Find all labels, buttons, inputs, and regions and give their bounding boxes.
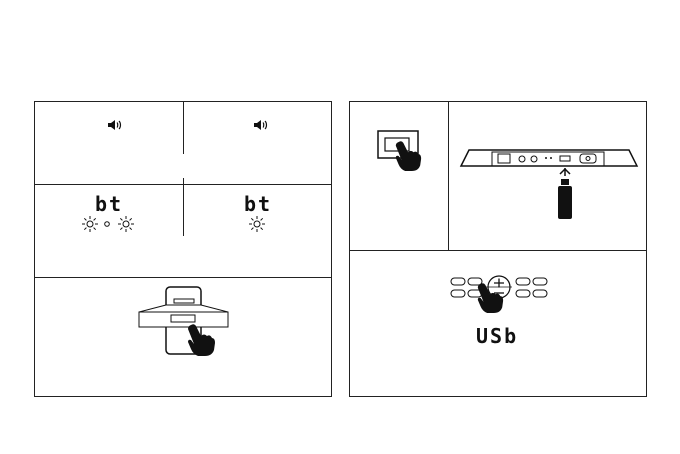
pointing-hand-icon (475, 282, 505, 314)
horizontal-divider-2 (35, 277, 331, 278)
pointing-hand-icon (393, 140, 423, 172)
vertical-divider-middle (183, 178, 184, 236)
blinking-light-icon (118, 216, 134, 232)
indicator-dot-icon (104, 221, 110, 227)
bluetooth-pairing-panel: bt bt (34, 101, 332, 397)
speaker-volume-icon (107, 118, 123, 132)
soundbar-rear-illustration (460, 146, 638, 222)
usb-playback-panel: USb (349, 101, 647, 397)
usb-display: USb (476, 324, 518, 348)
vertical-divider (448, 102, 449, 250)
vertical-divider-top (183, 102, 184, 154)
pairing-display-left: bt (95, 192, 123, 216)
blinking-light-icon (82, 216, 98, 232)
blinking-light-icon (249, 216, 265, 232)
speaker-volume-icon (253, 118, 269, 132)
pointing-hand-icon (185, 323, 217, 357)
horizontal-divider (350, 250, 646, 251)
pairing-display-right: bt (244, 192, 272, 216)
